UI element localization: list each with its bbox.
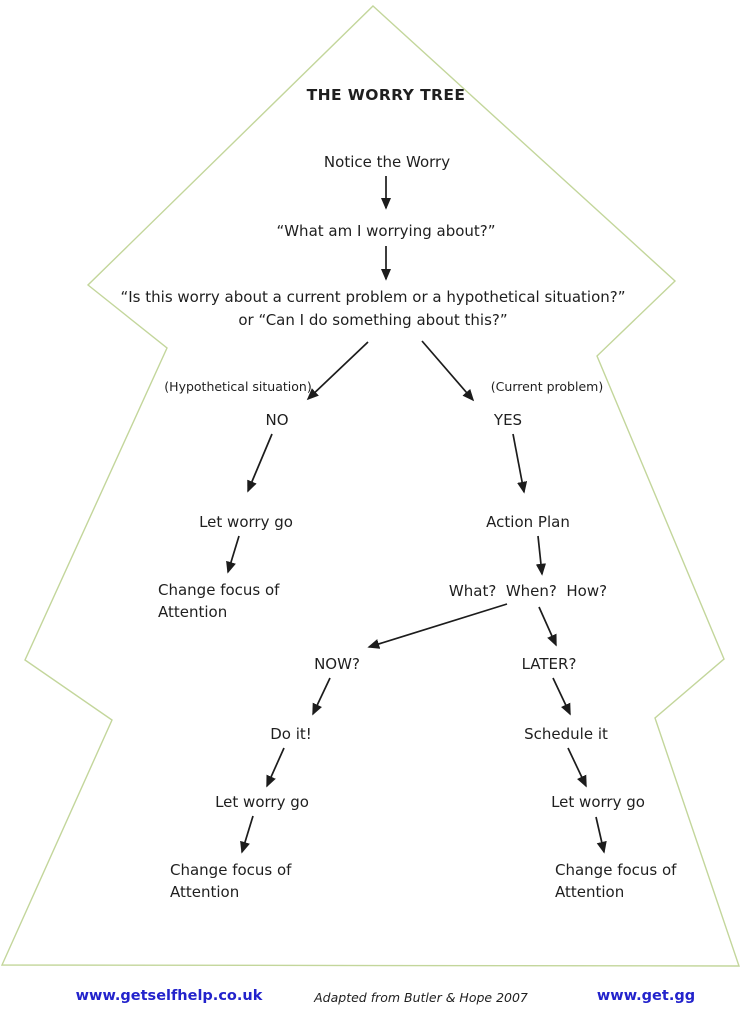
arrow-schedule-it-to-let-worry-go xyxy=(567,747,587,788)
node-question-current-or-hypothetical: “Is this worry about a current problem o… xyxy=(120,288,626,329)
node-let-worry-go-now: Let worry go xyxy=(215,793,309,811)
label-current-problem: (Current problem) xyxy=(490,379,604,394)
arrow-now-to-do-it xyxy=(312,677,331,716)
arrow-do-it-to-let-worry-go xyxy=(266,747,285,788)
arrow-what-when-how-to-now xyxy=(367,603,508,649)
footer-credit: Adapted from Butler & Hope 2007 xyxy=(314,990,528,1005)
node-notice-worry: Notice the Worry xyxy=(323,153,451,171)
node-change-focus-later: Change focus of Attention xyxy=(555,861,677,901)
arrow-yes-to-action-plan xyxy=(512,433,528,494)
label-hypothetical-situation: (Hypothetical situation) xyxy=(164,379,312,394)
node-action-plan: Action Plan xyxy=(486,513,570,531)
footer-link-getgg[interactable]: www.get.gg xyxy=(596,988,696,1004)
tree-outline xyxy=(0,5,740,967)
node-change-focus-now: Change focus of Attention xyxy=(170,861,292,901)
arrow-let-worry-go-to-change-focus xyxy=(226,535,240,574)
node-question-what-worrying: “What am I worrying about?” xyxy=(276,222,496,240)
footer-link-getselfhelp[interactable]: www.getselfhelp.co.uk xyxy=(75,988,263,1004)
arrow-what-when-how-to-later xyxy=(538,606,557,647)
node-schedule-it: Schedule it xyxy=(524,725,608,743)
node-let-worry-go-later: Let worry go xyxy=(551,793,645,811)
arrow-question2-to-yes xyxy=(421,340,475,402)
node-yes: YES xyxy=(493,411,523,429)
node-do-it: Do it! xyxy=(270,725,312,743)
arrow-let-worry-go-to-change-focus-later xyxy=(595,816,607,854)
node-now: NOW? xyxy=(314,655,360,673)
arrow-let-worry-go-to-change-focus-now xyxy=(240,815,254,854)
node-change-focus-hypothetical: Change focus of Attention xyxy=(158,581,280,621)
node-what-when-how: What? When? How? xyxy=(448,582,608,600)
arrow-no-to-let-worry-go xyxy=(247,433,273,493)
node-later: LATER? xyxy=(521,655,577,673)
page-title: THE WORRY TREE xyxy=(306,86,466,104)
node-let-worry-go-hypothetical: Let worry go xyxy=(199,513,293,531)
node-no: NO xyxy=(265,411,289,429)
arrow-later-to-schedule-it xyxy=(552,677,571,716)
arrow-action-plan-to-what-when-how xyxy=(535,535,547,576)
arrow-question2-to-no xyxy=(306,341,369,401)
